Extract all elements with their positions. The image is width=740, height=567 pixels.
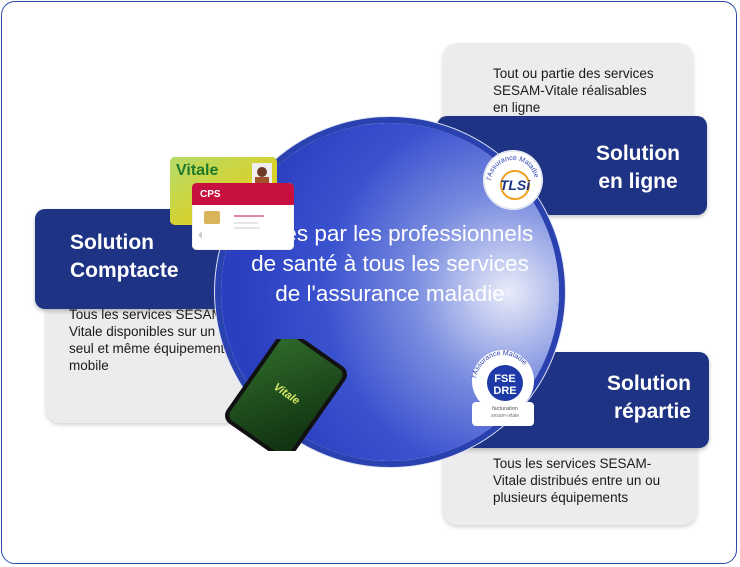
- online-solution-description: Tout ou partie des services SESAM-Vitale…: [493, 66, 654, 115]
- tlsi-mark: TLSi: [500, 177, 531, 193]
- compact-solution-description: Tous les services SESAM-Vitale disponibl…: [69, 307, 228, 373]
- distributed-solution-title: Solution répartie: [565, 370, 691, 426]
- online-solution-title-line1: Solution: [596, 142, 680, 165]
- distributed-solution-description-box: Tous les services SESAM-Vitale distribué…: [443, 437, 697, 525]
- fse-dre-logo-icon: l'Assurance Maladie FSE DRE facturation …: [470, 348, 536, 428]
- distributed-solution-title-line2: répartie: [613, 400, 691, 423]
- fse-caption-line2: sesam-vitale: [491, 413, 519, 419]
- compact-solution-title: Solution Comptacte: [70, 229, 240, 285]
- tlsi-logo-icon: l'Assurance Maladie TLSi: [483, 150, 543, 210]
- fse-mark-line2: DRE: [493, 385, 516, 397]
- vitale-card-label: Vitale: [176, 162, 219, 179]
- compact-solution-title-line2: Comptacte: [70, 259, 179, 282]
- compact-solution-title-line1: Solution: [70, 231, 154, 254]
- fse-mark-line1: FSE: [494, 373, 515, 385]
- fse-caption-line1: facturation: [492, 406, 518, 412]
- smartphone-image: Vitale: [222, 330, 350, 460]
- online-solution-title: Solution en ligne: [568, 140, 708, 196]
- center-text: Accès par les professionnels de santé à …: [246, 221, 534, 306]
- distributed-solution-description: Tous les services SESAM-Vitale distribué…: [493, 456, 661, 505]
- distributed-solution-title-line1: Solution: [607, 372, 691, 395]
- cps-card-label: CPS: [200, 189, 221, 200]
- online-solution-title-line2: en ligne: [598, 170, 678, 193]
- cps-card-image: CPS: [191, 182, 295, 251]
